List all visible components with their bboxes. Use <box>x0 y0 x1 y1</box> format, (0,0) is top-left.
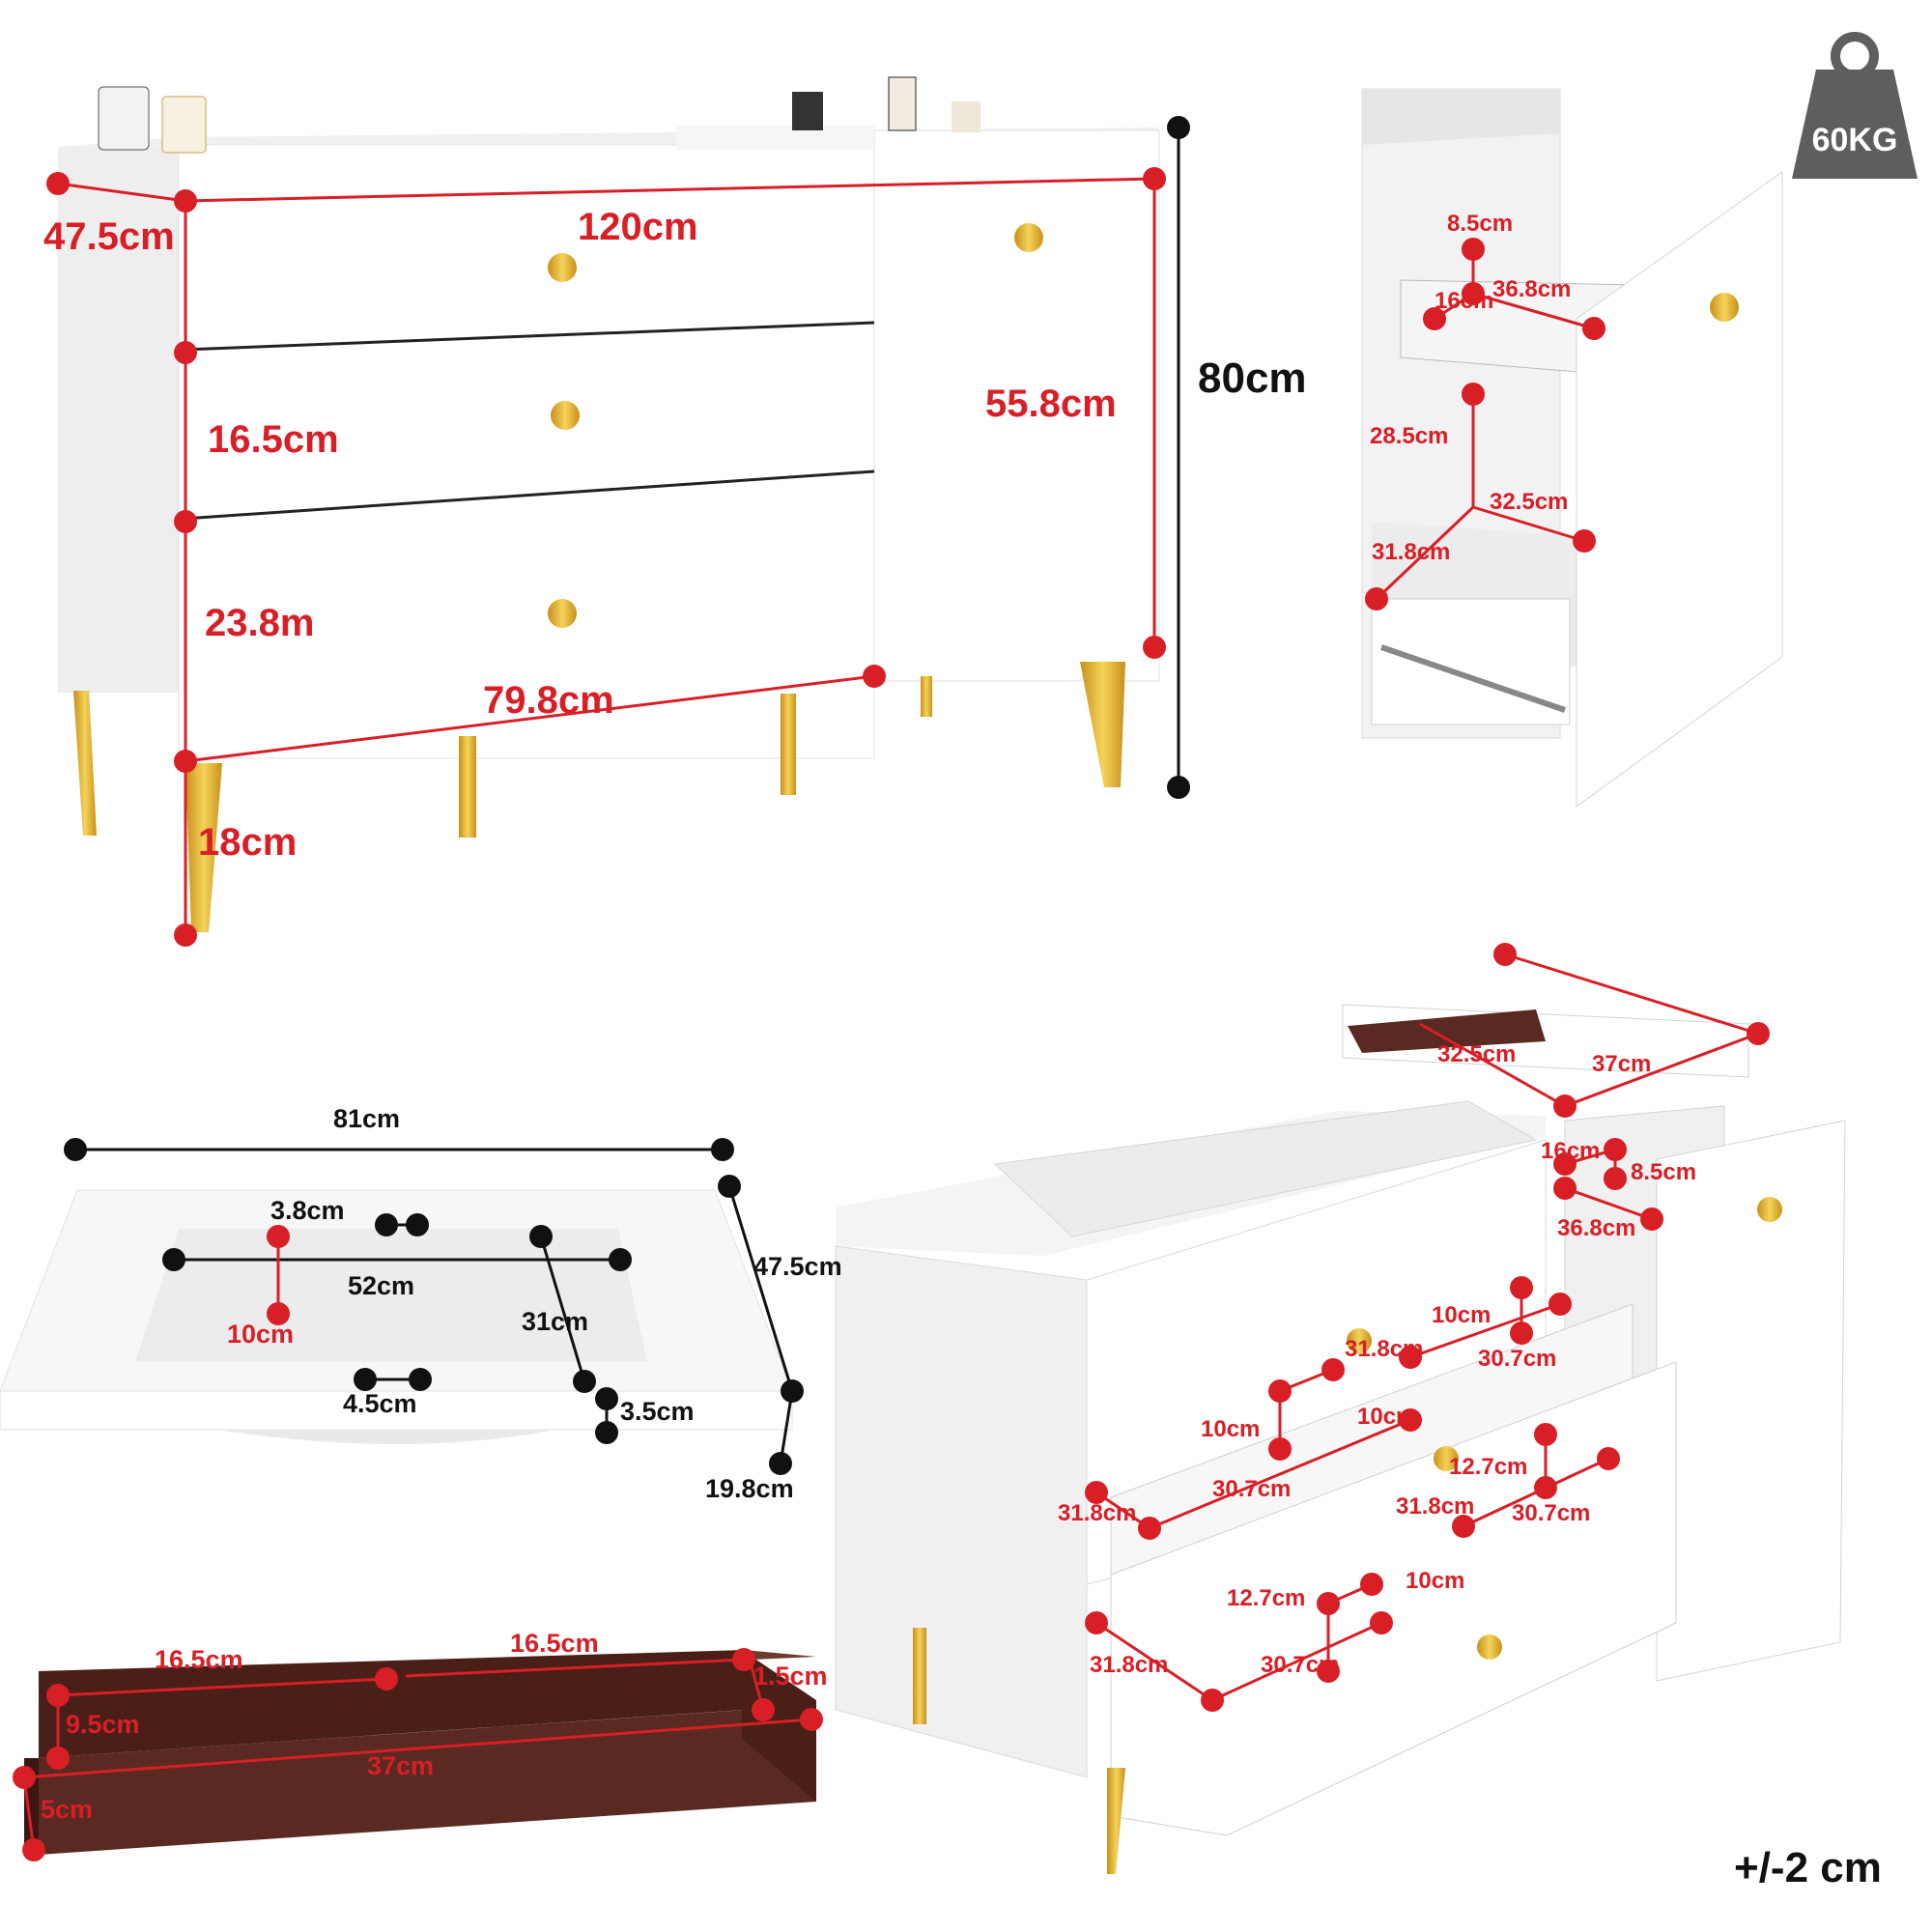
main-cabinet <box>58 76 1160 932</box>
leg-height-label: 18cm <box>198 821 298 864</box>
tray-width-label: 36.8cm <box>1492 276 1572 302</box>
top-drawer-front-depth-label: 31.8cm <box>1058 1500 1137 1526</box>
bottom-drawer-front-width-label: 30.7cm <box>1261 1652 1340 1678</box>
basin-depth-label: 47.5cm <box>753 1252 842 1281</box>
top-drawer-depth-label: 31.8cm <box>1345 1336 1424 1362</box>
top-drawer-divider-height-label: 10cm <box>1201 1416 1261 1442</box>
bottom-drawer-divider-width-label: 10cm <box>1406 1568 1465 1594</box>
shelf-depth-label: 16cm <box>1541 1138 1601 1164</box>
assembled-vanity <box>835 1004 1846 1874</box>
bottom-drawer-depth-label: 31.8cm <box>1396 1493 1475 1520</box>
bottom-drawer-divider-height-label: 12.7cm <box>1227 1585 1306 1611</box>
top-drawer-width-label: 30.7cm <box>1478 1346 1557 1372</box>
top-drawer-height-label: 16.5cm <box>208 418 339 461</box>
assembled-dimensions <box>1085 943 1770 1712</box>
tray-height-label-bottom: 5cm <box>41 1795 94 1824</box>
bottom-drawer-front-depth-label: 31.8cm <box>1090 1652 1169 1678</box>
weight-icon <box>1792 32 1918 179</box>
interior-width-label: 32.5cm <box>1490 489 1569 515</box>
basin-dimensions <box>64 1138 804 1475</box>
main-cabinet-dimensions <box>46 167 1166 947</box>
tray-thickness-label: 1.5cm <box>753 1662 828 1690</box>
weight-label: 60KG <box>1811 122 1898 158</box>
top-width-label: 37cm <box>1592 1051 1652 1077</box>
drawer-width-label: 79.8cm <box>483 679 614 722</box>
tray-dimensions <box>13 1648 823 1861</box>
tolerance-label: +/-2 cm <box>1734 1844 1882 1891</box>
faucet-offset-label: 10cm <box>227 1320 295 1349</box>
height-label: 80cm <box>1198 355 1307 402</box>
bowl-width-label: 52cm <box>348 1271 415 1300</box>
bottom-drawer-inner-height-label: 12.7cm <box>1449 1454 1528 1480</box>
side-cabinet-dimensions <box>1365 238 1605 611</box>
basin-width-label: 81cm <box>333 1104 401 1133</box>
bowl-depth-label: 31cm <box>522 1307 589 1336</box>
side-cabinet-height-label: 55.8cm <box>985 383 1117 425</box>
rim-label: 3.5cm <box>620 1397 695 1426</box>
faucet-hole-label: 3.8cm <box>270 1196 345 1225</box>
tray-depth-label: 16cm <box>1435 288 1494 314</box>
tray-inner-depth-label: 9.5cm <box>66 1710 140 1739</box>
top-drawer-divider-width-label: 10cm <box>1357 1404 1417 1430</box>
basin-height-label: 19.8cm <box>705 1474 794 1503</box>
top-tray-length-label: 32.5cm <box>1437 1041 1517 1067</box>
width-label: 120cm <box>578 206 698 248</box>
tray-left-compartment-label: 16.5cm <box>155 1645 243 1674</box>
tray-right-compartment-label: 16.5cm <box>510 1629 599 1658</box>
shelf-height-label: 8.5cm <box>1631 1159 1697 1185</box>
top-drawer-inner-height-label: 10cm <box>1432 1302 1492 1328</box>
tray-height-label: 8.5cm <box>1447 211 1514 237</box>
drain-label: 4.5cm <box>343 1389 417 1418</box>
bottom-drawer-width-label: 30.7cm <box>1512 1500 1591 1526</box>
top-drawer-front-width-label: 30.7cm <box>1212 1476 1292 1502</box>
bottom-drawer-height-label: 23.8m <box>205 602 315 644</box>
interior-depth-label: 31.8cm <box>1372 539 1451 565</box>
shelf-width-label: 36.8cm <box>1557 1215 1636 1241</box>
side-cabinet-interior <box>1361 88 1783 808</box>
interior-height-label: 28.5cm <box>1370 423 1449 449</box>
depth-label: 47.5cm <box>43 215 175 258</box>
tray-length-label: 37cm <box>367 1751 435 1780</box>
